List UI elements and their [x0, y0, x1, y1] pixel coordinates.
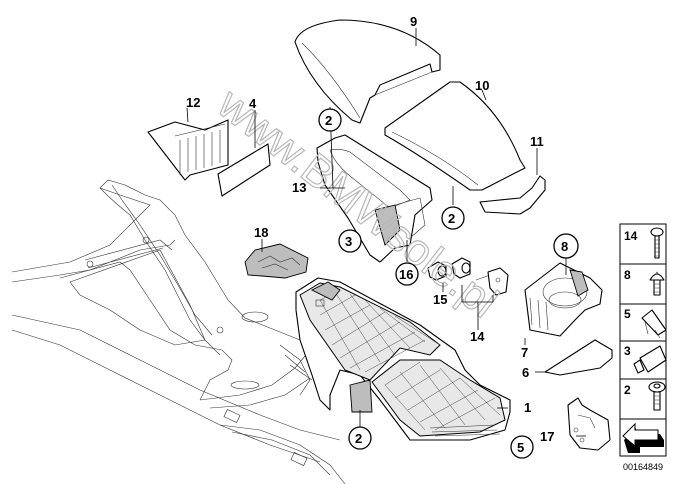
callout-9[interactable]: 9 — [410, 14, 417, 29]
part-16-lock-cylinder[interactable] — [427, 261, 447, 281]
svg-text:2: 2 — [325, 113, 332, 128]
callout-2-top[interactable]: 2 — [318, 108, 342, 132]
screw-long-icon — [650, 227, 664, 259]
svg-text:5: 5 — [517, 440, 524, 455]
svg-text:16: 16 — [399, 267, 413, 282]
callout-10[interactable]: 10 — [475, 78, 489, 93]
callout-15[interactable]: 14 — [470, 329, 485, 344]
part-7-cupholder[interactable] — [524, 262, 603, 337]
callout-7[interactable]: 7 — [521, 345, 528, 360]
callout-17[interactable]: 17 — [540, 429, 554, 444]
base-console — [11, 179, 346, 484]
callout-3[interactable]: 3 — [338, 229, 362, 253]
svg-text:8: 8 — [624, 268, 631, 282]
svg-text:2: 2 — [355, 431, 362, 446]
part-10-armrest-pad[interactable] — [384, 81, 526, 191]
clip-block-icon — [633, 345, 667, 374]
svg-text:2: 2 — [448, 211, 455, 226]
screw-short-icon — [649, 271, 665, 296]
callout-2-bottom[interactable]: 2 — [348, 426, 372, 450]
arrow-icon — [622, 422, 664, 453]
legend-item-3[interactable]: 3 — [619, 340, 667, 380]
callout-1[interactable]: 1 — [524, 400, 531, 415]
legend-item-14[interactable]: 14 — [619, 223, 667, 265]
callout-18[interactable]: 18 — [254, 225, 268, 240]
legend-item-8[interactable]: 8 — [619, 263, 667, 305]
part-1-console-body[interactable] — [295, 277, 511, 441]
callout-4[interactable]: 4 — [249, 96, 257, 111]
callout-8[interactable]: 8 — [553, 233, 579, 259]
svg-text:2: 2 — [624, 383, 631, 397]
callout-12[interactable]: 12 — [186, 95, 200, 110]
callout-11[interactable]: 11 — [530, 134, 544, 149]
callout-13[interactable]: 13 — [292, 180, 306, 195]
legend-item-2[interactable]: 2 — [619, 378, 667, 420]
part-18-switch-unit[interactable] — [244, 243, 309, 279]
part-11-trim-strip[interactable] — [479, 175, 546, 215]
part-13-storage-compartment[interactable] — [316, 134, 433, 263]
part-9-armrest-cover[interactable] — [294, 19, 441, 124]
callout-2-right[interactable]: 2 — [441, 206, 465, 230]
document-id: 00164849 — [623, 462, 663, 472]
fastener-legend: 14 8 5 3 — [619, 223, 667, 472]
callout-5[interactable]: 5 — [510, 435, 534, 459]
callout-6[interactable]: 6 — [522, 365, 529, 380]
legend-item-5[interactable]: 5 — [619, 303, 667, 342]
part-12-storage-tray[interactable] — [147, 119, 229, 181]
callouts: 9 10 11 12 4 13 18 15 14 7 6 1 17 2 2 2 … — [186, 14, 579, 459]
screw-flange-icon — [648, 381, 666, 411]
svg-text:14: 14 — [624, 229, 638, 243]
legend-item-arrow[interactable] — [619, 418, 667, 457]
part-6-flap[interactable] — [544, 339, 613, 376]
part-17-clip-unit[interactable] — [567, 397, 611, 451]
clip-icon — [641, 309, 667, 339]
part-15-lock-set[interactable] — [451, 257, 509, 296]
callout-16[interactable]: 15 — [433, 292, 447, 307]
part-4-cover-panel[interactable] — [217, 143, 271, 197]
svg-text:3: 3 — [345, 234, 352, 249]
svg-text:5: 5 — [624, 307, 631, 321]
svg-text:3: 3 — [624, 344, 631, 358]
svg-text:8: 8 — [561, 239, 568, 254]
callout-14[interactable]: 16 — [395, 262, 419, 286]
